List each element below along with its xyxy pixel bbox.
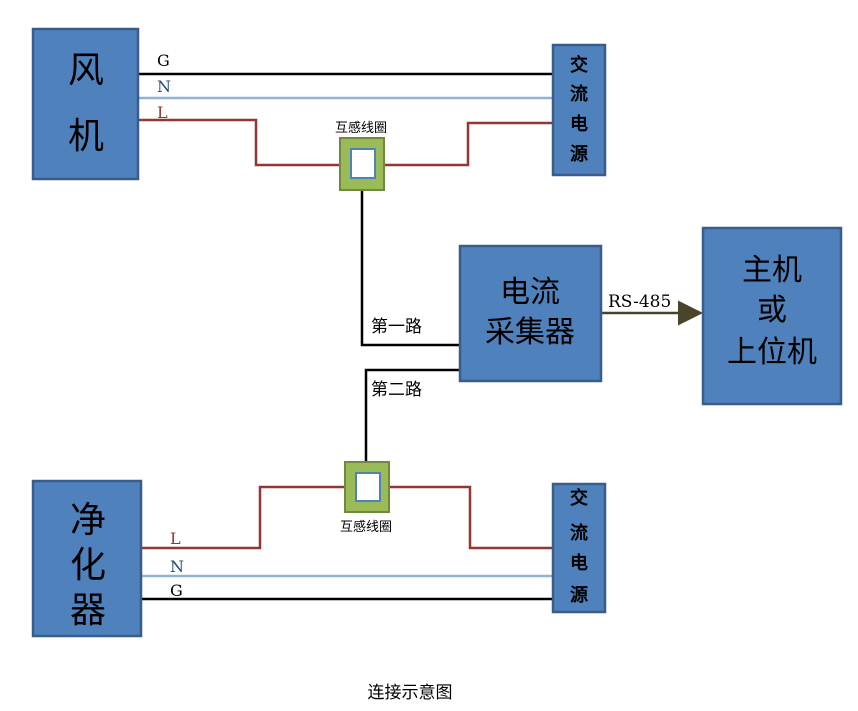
purifier-box (31, 479, 143, 638)
fan-box (31, 27, 140, 181)
ac-bottom-char-1: 交 (570, 487, 588, 509)
ac-power-top-box (551, 43, 607, 177)
coil-bottom (344, 461, 390, 513)
host-label-2: 或 (757, 293, 787, 328)
purifier-label-1: 净 (70, 500, 106, 541)
ac-bottom-char-3: 电 (570, 552, 588, 574)
channel-1-label: 第一路 (371, 317, 422, 337)
host-box (701, 226, 843, 406)
ac-top-char-4: 源 (570, 143, 588, 165)
rs485-label: RS-485 (608, 292, 671, 312)
host-label-1: 主机 (742, 253, 802, 288)
channel-2-wire (364, 368, 460, 462)
ac-top-char-1: 交 (570, 54, 588, 76)
ac-power-bottom-box (551, 482, 607, 614)
fan-neutral-label: N (157, 77, 171, 96)
purifier-label-3: 器 (70, 590, 106, 631)
channel-2-label: 第二路 (371, 380, 422, 400)
purifier-label-2: 化 (70, 545, 106, 586)
ac-top-char-3: 电 (570, 113, 588, 135)
ac-bottom-char-4: 源 (570, 584, 588, 606)
purifier-ground-label: G (170, 581, 183, 600)
purifier-neutral-label: N (170, 557, 184, 576)
ac-top-char-2: 流 (570, 83, 588, 105)
channel-1-wire (360, 190, 460, 347)
ac-bottom-char-2: 流 (570, 522, 588, 544)
purifier-live-label: L (170, 529, 181, 548)
fan-label-2: 机 (68, 116, 104, 157)
fan-live-label: L (157, 103, 168, 122)
diagram-caption: 连接示意图 (368, 683, 453, 703)
current-collector-box (458, 244, 603, 383)
coil-top (339, 137, 385, 191)
fan-ground-label: G (157, 51, 170, 70)
collector-label-1: 电流 (500, 275, 560, 310)
host-label-3: 上位机 (727, 335, 817, 370)
fan-label-1: 风 (68, 50, 104, 91)
coil-top-label: 互感线圈 (335, 120, 387, 136)
coil-bottom-label: 互感线圈 (340, 519, 392, 535)
collector-label-2: 采集器 (485, 315, 575, 350)
